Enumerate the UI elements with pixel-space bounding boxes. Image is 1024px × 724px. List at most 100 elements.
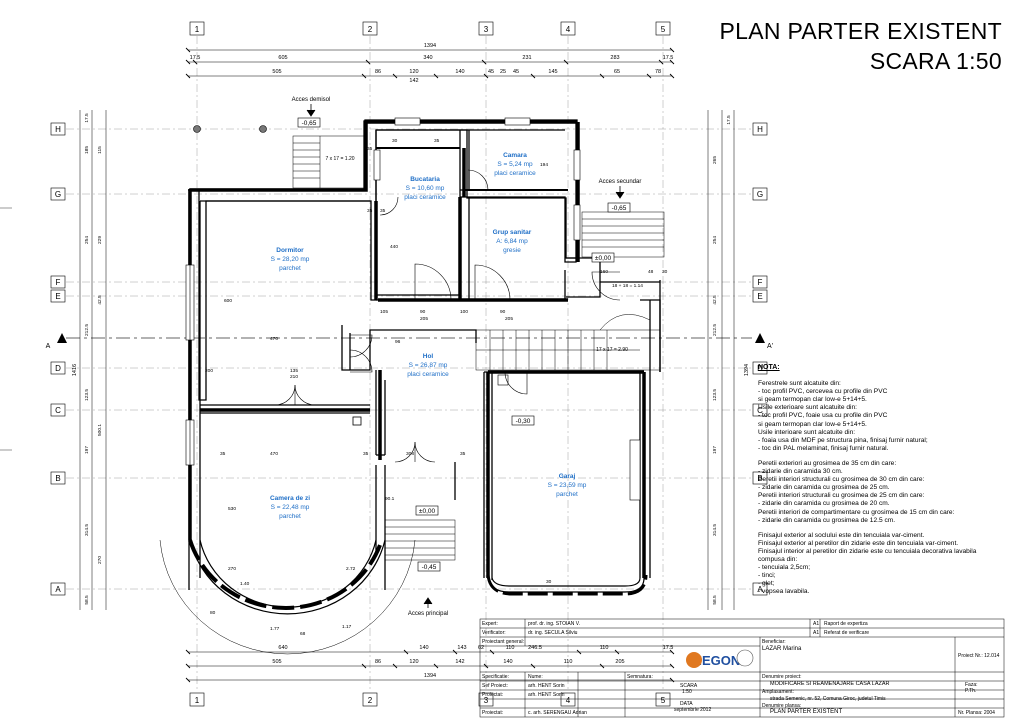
axis-label-b: B (55, 474, 60, 483)
dim-total-top: 1394 (424, 43, 436, 49)
tb-plansa: PLAN PARTER EXISTENT (770, 709, 843, 715)
axis-label-4: 4 (566, 25, 571, 34)
svg-text:35: 35 (363, 451, 369, 457)
level-secundar: -0,65 (612, 205, 627, 212)
dim-bottom-r2-5: 140 (503, 659, 512, 665)
tb-scara: 1:50 (682, 689, 692, 695)
dim-top-r2-3: 120 (409, 69, 418, 75)
note-line: Usile exterioare sunt alcatuite din: (758, 404, 857, 412)
dim-top-2: 605 (278, 55, 287, 61)
svg-text:58.5: 58.5 (712, 595, 718, 605)
dim-total-bottom: 1394 (424, 673, 436, 679)
tb-expert-name: prof. dr. ing. STOIAN V. (528, 621, 580, 627)
room-area-camera-de-zi: S = 22,48 mp (271, 504, 310, 511)
note-line: Usile interioare sunt alcatuite din: (758, 428, 856, 436)
svg-text:35: 35 (367, 208, 373, 214)
axis-label-a: A (55, 585, 61, 594)
access-label-demisol: Acces demisol (292, 97, 331, 103)
dim-bottom-7: 110 (600, 645, 609, 651)
note-line: - zidarie din caramida cu grosimea de 25… (758, 484, 890, 492)
room-name-camera-de-zi: Camera de zi (270, 495, 310, 502)
room-finish-dormitor: parchet (279, 265, 301, 272)
dim-top-r2-9: 145 (548, 69, 557, 75)
note-line: - glet; (758, 580, 775, 588)
room-name-dormitor: Dormitor (276, 247, 304, 254)
svg-text:212.5: 212.5 (712, 324, 718, 336)
tb-expert-doc: Raport de expertiza (824, 621, 868, 627)
tb-data-label: DATA (680, 701, 693, 707)
dim-bottom-4: 62 (478, 645, 484, 651)
svg-text:30: 30 (546, 579, 552, 585)
svg-text:17.5: 17.5 (84, 113, 90, 123)
tb-amplasament: strada Semenic, nr. 52, Comuna Giroc, ju… (770, 696, 886, 702)
note-line: Peretii interiori de compartimentare cu … (758, 508, 955, 516)
svg-text:115: 115 (97, 146, 103, 154)
stair-note-2: 17 x 17 = 2.90 (596, 347, 628, 353)
drawing-title: PLAN PARTER EXISTENT (719, 18, 1002, 44)
tb-proiectat-name: arh. HENT Sorin (528, 692, 565, 698)
note-line: - vopsea lavabila. (758, 588, 810, 596)
dim-bottom-6: 246.5 (528, 645, 542, 651)
axis-lines-horizontal (66, 128, 752, 590)
svg-text:600: 600 (224, 298, 232, 304)
room-area-grup-sanitar: A: 6,84 mp (496, 238, 528, 245)
room-finish-camara: placi ceramice (494, 170, 536, 177)
svg-text:35: 35 (434, 138, 440, 144)
dim-bottom-2: 140 (419, 645, 428, 651)
axis-label-2-bottom: 2 (368, 696, 373, 705)
room-finish-bucataria: placi ceramice (404, 194, 446, 201)
tb-data: septembrie 2012 (674, 707, 712, 713)
svg-text:30: 30 (392, 138, 398, 144)
svg-text:68: 68 (300, 631, 306, 637)
svg-text:18 + 18 = 1.14: 18 + 18 = 1.14 (612, 283, 643, 289)
tb-plansa-label: Denumire plansa: (762, 703, 802, 709)
svg-text:17.5: 17.5 (726, 115, 732, 125)
svg-text:205: 205 (420, 316, 428, 322)
room-area-camara: S = 5,24 mp (497, 161, 533, 168)
axis-label-h: H (55, 125, 61, 134)
dim-bottom-r2-7: 205 (615, 659, 624, 665)
axis-label-3-bottom: 3 (484, 696, 489, 705)
axis-label-h-right: H (757, 125, 763, 134)
axis-label-3: 3 (484, 25, 489, 34)
svg-text:35: 35 (460, 451, 466, 457)
dim-top-r2-11: 78 (655, 69, 661, 75)
tb-denumire: MODIFICARE SI REAMENAJARE CASA LAZAR (770, 681, 890, 687)
axis-label-d-right: D (757, 364, 763, 373)
tb-spec: Specificatie: (482, 674, 509, 680)
note-line: - toc profil PVC, cercevea cu profile di… (758, 388, 888, 396)
stair-note-1: 7 x 17 = 1.20 (325, 156, 354, 162)
note-line: compusa din: (758, 555, 798, 563)
note-line: Finisajul interior al peretilor din zida… (758, 547, 977, 555)
svg-text:314.5: 314.5 (712, 524, 718, 536)
tb-verif-a: A1 (813, 630, 820, 636)
room-area-garaj: S = 23,59 mp (548, 482, 587, 489)
section-mark-right: A' (767, 343, 773, 350)
svg-text:35: 35 (367, 146, 373, 152)
svg-text:42.5: 42.5 (97, 295, 103, 305)
axis-label-f-right: F (758, 278, 763, 287)
note-line: si geam termopan clar low-e 5+14+5. (758, 420, 867, 428)
notes-block: NOTA: Ferestrele sunt alcatuite din:- to… (758, 364, 978, 596)
room-name-camara: Camara (503, 152, 527, 159)
section-mark-left: A (46, 343, 51, 350)
svg-text:1.17: 1.17 (342, 624, 352, 630)
svg-text:135: 135 (290, 368, 298, 374)
svg-text:160: 160 (600, 269, 608, 275)
axis-label-g: G (55, 190, 61, 199)
dim-top-1: 17.5 (190, 55, 201, 61)
tb-spec-sem: Semnatura: (627, 674, 653, 680)
dim-top-r2-5: 140 (455, 69, 464, 75)
tb-expert-a: A1 (813, 621, 820, 627)
svg-text:90: 90 (420, 309, 426, 315)
dim-top-r2-8: 45 (513, 69, 519, 75)
tb-beneficiar-label: Beneficiar: (762, 639, 786, 645)
room-area-bucataria: S = 10,60 mp (406, 185, 445, 192)
room-area-dormitor: S = 28,20 mp (271, 256, 310, 263)
tb-faza: P.Th. (965, 688, 977, 694)
axis-label-d: D (55, 364, 61, 373)
dim-top-r2-6: 45 (488, 69, 494, 75)
svg-text:90: 90 (500, 309, 506, 315)
note-line: - toc profil PVC, foaie usa cu profile d… (758, 412, 888, 420)
axis-label-5-bottom: 5 (661, 696, 666, 705)
